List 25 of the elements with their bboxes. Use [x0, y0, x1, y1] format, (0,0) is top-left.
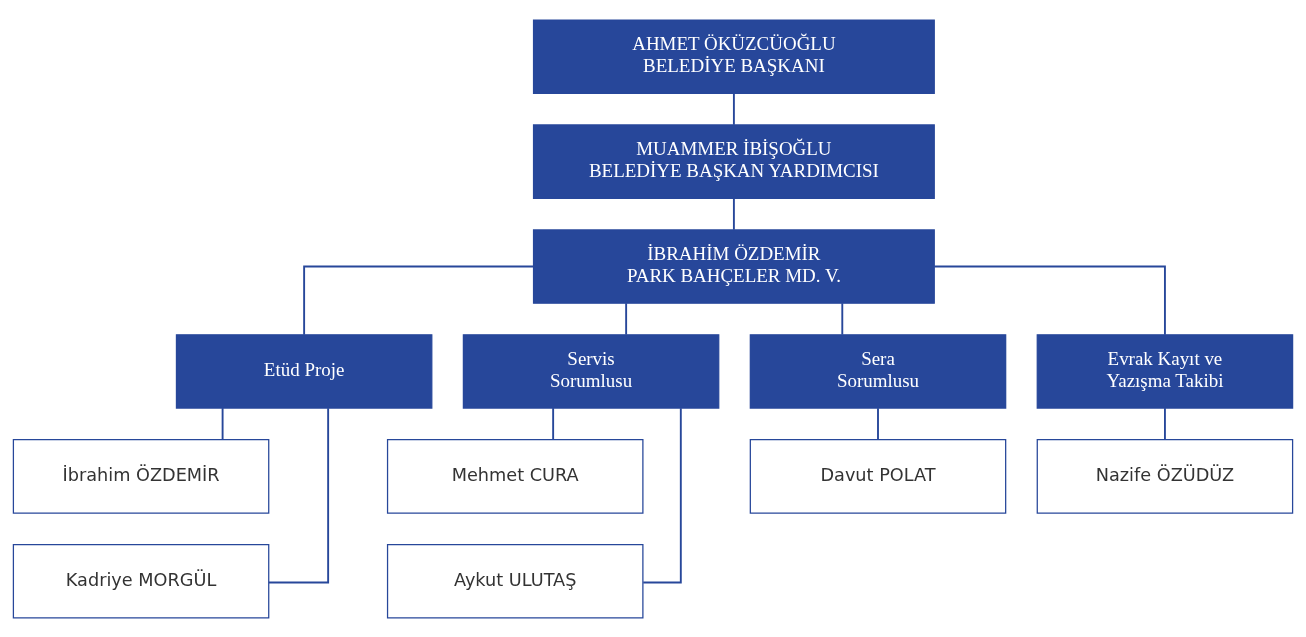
connector: [933, 265, 1166, 336]
node-box: Nazife ÖZÜDÜZ: [1036, 438, 1294, 514]
connector: [221, 406, 224, 440]
connector: [1164, 406, 1166, 440]
node-box: Davut POLAT: [749, 438, 1007, 514]
node-box: Etüd Proje: [175, 333, 433, 409]
connector: [732, 196, 735, 231]
node-box: Servis Sorumlusu: [462, 333, 720, 409]
node-box: Kadriye MORGÜL: [12, 543, 270, 619]
connector: [732, 91, 735, 126]
node-box: Sera Sorumlusu: [749, 333, 1007, 409]
connector: [625, 301, 628, 336]
connector: [268, 406, 330, 583]
node-box: MUAMMER İBİŞOĞLU BELEDİYE BAŞKAN YARDIMCISI: [532, 123, 935, 199]
connector: [841, 301, 844, 336]
connector: [303, 265, 535, 336]
connector: [552, 406, 555, 440]
connector: [877, 406, 879, 440]
node-box: İbrahim ÖZDEMİR: [12, 438, 270, 514]
node-box: Mehmet CURA: [386, 438, 644, 514]
node-box: İBRAHİM ÖZDEMİR PARK BAHÇELER MD. V.: [532, 228, 935, 304]
connector: [642, 406, 682, 583]
node-box: Aykut ULUTAŞ: [386, 543, 644, 619]
node-box: AHMET ÖKÜZCÜOĞLU BELEDİYE BAŞKANI: [532, 18, 935, 94]
node-box: Evrak Kayıt ve Yazışma Takibi: [1036, 333, 1294, 409]
